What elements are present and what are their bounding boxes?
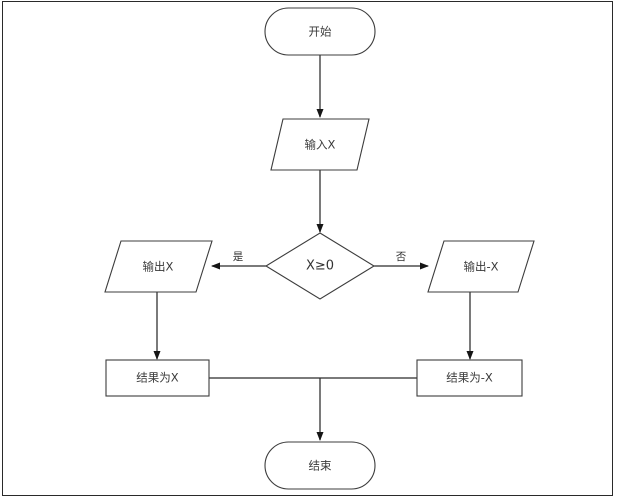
node-output-x-label: 输出X — [143, 260, 174, 274]
node-input-x[interactable]: 输入X — [270, 118, 370, 171]
node-start-label: 开始 — [309, 25, 332, 39]
node-output-neg-x[interactable]: 输出-X — [427, 240, 535, 293]
node-result-neg-x[interactable]: 结果为-X — [416, 359, 523, 397]
edge-label-yes: 是 — [233, 251, 244, 263]
node-end-label: 结束 — [309, 459, 332, 473]
edge-decision-yes: 是 — [211, 251, 266, 270]
node-result-neg-x-label: 结果为-X — [446, 371, 493, 385]
edge-decision-no: 否 — [374, 251, 429, 270]
node-start[interactable]: 开始 — [264, 7, 376, 56]
node-result-x-label: 结果为X — [136, 371, 178, 385]
node-result-x[interactable]: 结果为X — [105, 359, 210, 397]
edge-label-no: 否 — [396, 251, 407, 263]
node-output-x[interactable]: 输出X — [104, 240, 213, 293]
node-input-x-label: 输入X — [305, 138, 336, 152]
node-decision[interactable]: X≥0 — [264, 232, 376, 300]
node-decision-label: X≥0 — [306, 259, 334, 274]
node-output-neg-x-label: 输出-X — [463, 260, 498, 274]
node-end[interactable]: 结束 — [264, 441, 376, 490]
